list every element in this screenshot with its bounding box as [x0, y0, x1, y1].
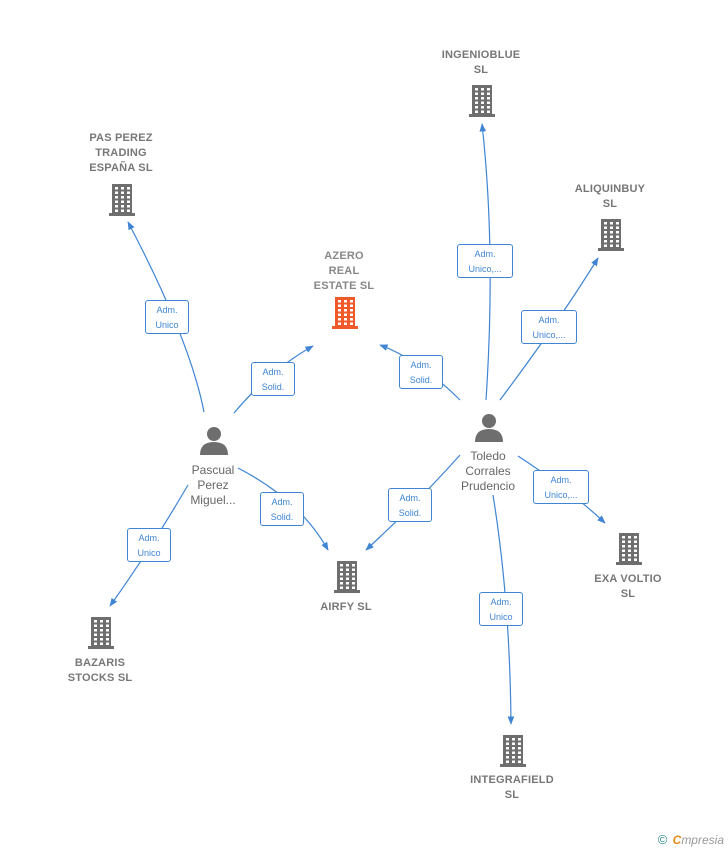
person-icon-pascual[interactable] — [200, 427, 228, 455]
company-label-airfy[interactable]: AIRFY SL — [320, 601, 372, 613]
brand-name: mpresia — [681, 833, 724, 847]
company-label-aliquinbuy[interactable]: ALIQUINBUY SL — [574, 183, 646, 210]
company-label-ingenioblue[interactable]: INGENIOBLUE SL — [441, 49, 521, 76]
edge-label-pascual-pasperez[interactable]: Adm. Unico — [145, 300, 189, 334]
edge-label-toledo-azero[interactable]: Adm. Solid. — [399, 355, 443, 389]
person-label-toledo[interactable]: Toledo Corrales Prudencio — [460, 449, 516, 493]
edge-label-toledo-aliquinbuy[interactable]: Adm. Unico,... — [521, 310, 577, 344]
company-label-bazaris[interactable]: BAZARIS STOCKS SL — [67, 657, 133, 684]
edge-label-toledo-airfy[interactable]: Adm. Solid. — [388, 488, 432, 522]
person-icon-toledo[interactable] — [475, 414, 503, 442]
building-icon-aliquinbuy[interactable] — [598, 219, 624, 251]
building-icon-azero[interactable] — [332, 297, 358, 329]
building-icon-exavoltio[interactable] — [616, 533, 642, 565]
building-icon-pasperez[interactable] — [109, 184, 135, 216]
company-label-pasperez[interactable]: PAS PEREZ TRADING ESPAÑA SL — [89, 132, 153, 174]
edge-label-pascual-azero[interactable]: Adm. Solid. — [251, 362, 295, 396]
brand-initial: C — [672, 833, 682, 847]
company-label-integrafield[interactable]: INTEGRAFIELD SL — [470, 774, 554, 801]
edge-label-toledo-exavoltio[interactable]: Adm. Unico,... — [533, 470, 589, 504]
company-label-azero[interactable]: AZERO REAL ESTATE SL — [313, 250, 375, 292]
edge-label-toledo-integrafield[interactable]: Adm. Unico — [479, 592, 523, 626]
person-label-pascual[interactable]: Pascual Perez Miguel... — [190, 463, 236, 507]
footer-brand: © Cmpresia — [658, 832, 724, 847]
edge-label-pascual-bazaris[interactable]: Adm. Unico — [127, 528, 171, 562]
edge-label-pascual-airfy[interactable]: Adm. Solid. — [260, 492, 304, 526]
company-label-exavoltio[interactable]: EXA VOLTIO SL — [594, 573, 662, 600]
copyright-symbol: © — [657, 832, 668, 847]
edge-label-toledo-ingenioblue[interactable]: Adm. Unico,... — [457, 244, 513, 278]
building-icon-ingenioblue[interactable] — [469, 85, 495, 117]
building-icon-airfy[interactable] — [334, 561, 360, 593]
building-icon-integrafield[interactable] — [500, 735, 526, 767]
building-icon-bazaris[interactable] — [88, 617, 114, 649]
